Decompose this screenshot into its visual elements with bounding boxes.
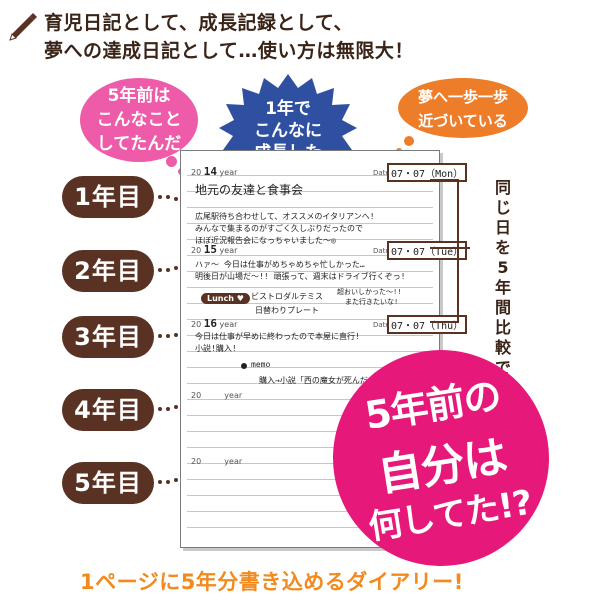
- entry-3-date-label: Date: [373, 321, 390, 329]
- orange-bubble-line-2: 近づいている: [418, 112, 508, 130]
- memo-line: 購入→小説「西の魔女が死んだ」: [259, 376, 376, 385]
- blue-bubble-line-2: こんなに: [254, 121, 322, 141]
- entry-4-year: 20 year: [191, 391, 243, 400]
- entry-5-year: 20 year: [191, 457, 243, 466]
- orange-speech-bubble: 夢へ一歩一歩 近づいている: [398, 78, 528, 138]
- entry-1-line: みんなで集まるのがすごく久しぶりだったので: [195, 224, 363, 233]
- orange-bubble-tail-dot: [404, 136, 414, 146]
- year-4-label: 4年目: [62, 389, 154, 431]
- entry-1-line: ほぼ近況報告会になっちゃいました～◎: [195, 236, 336, 245]
- lunch-badge: Lunch ♥: [201, 293, 250, 304]
- entry-3-year: 20 16 year: [191, 317, 238, 330]
- memo-bullet-icon: [241, 363, 247, 369]
- year-5-label: 5年目: [62, 462, 154, 504]
- entry-2-date-label: Date: [373, 247, 390, 255]
- entry-1-date-box: 07・07（Mon）: [387, 163, 468, 182]
- pink-bubble-line-1: 5年前は: [107, 86, 171, 106]
- year-1-label: 1年目: [62, 176, 154, 218]
- pencil-icon: [9, 13, 37, 41]
- pink-bubble-tail-dot: [166, 156, 177, 167]
- entry-3-line: 今日は仕事が早めに終わったので本屋に直行!: [195, 332, 360, 341]
- entry-3-date-box: 07・07（Thu）: [387, 315, 468, 334]
- year-2-label: 2年目: [62, 250, 154, 292]
- lunch-note: また行きたいな!: [345, 298, 399, 306]
- entry-1-date-label: Date: [373, 169, 390, 177]
- year-3-label: 3年目: [62, 316, 154, 358]
- entry-2-line: 明後日が山場だ～!! 頑張って、週末はドライブ行くぞっ!: [195, 272, 406, 281]
- entry-2-year: 20 15 year: [191, 243, 238, 256]
- memo-label: memo: [251, 360, 271, 369]
- lunch-line: ビストロダルテミス: [251, 292, 323, 301]
- header-line-1: 育児日記として、成長記録として、: [44, 12, 353, 34]
- entry-1-line: 広尾駅待ち合わせして、オススメのイタリアンへ!: [195, 212, 375, 221]
- header-line-2: 夢への達成日記として…使い方は無限大！: [44, 40, 414, 62]
- footer-tagline: 1ページに5年分書き込めるダイアリー!: [80, 570, 464, 594]
- lunch-note: 超おいしかった～!!: [337, 288, 402, 296]
- pink-speech-bubble: 5年前は こんなこと してたんだ: [80, 78, 198, 162]
- entry-3-line: 小説!購入!: [195, 344, 237, 353]
- pink-bubble-line-3: してたんだ: [96, 134, 182, 154]
- blue-bubble-line-1: 1年で: [265, 99, 311, 119]
- lunch-line: 日替わりプレート: [255, 306, 319, 315]
- orange-bubble-line-1: 夢へ一歩一歩: [417, 88, 508, 106]
- entry-2-date-box: 07・07（Tue）: [387, 241, 468, 260]
- date-comparison-bracket: [430, 179, 470, 323]
- entry-1-year: 20 14 year: [191, 165, 238, 178]
- pink-bubble-line-2: こんなこと: [96, 110, 182, 130]
- entry-2-line: ハァ～ 今日は仕事がめちゃめちゃ忙しかった…: [195, 260, 365, 269]
- entry-1-title: 地元の友達と食事会: [195, 183, 304, 197]
